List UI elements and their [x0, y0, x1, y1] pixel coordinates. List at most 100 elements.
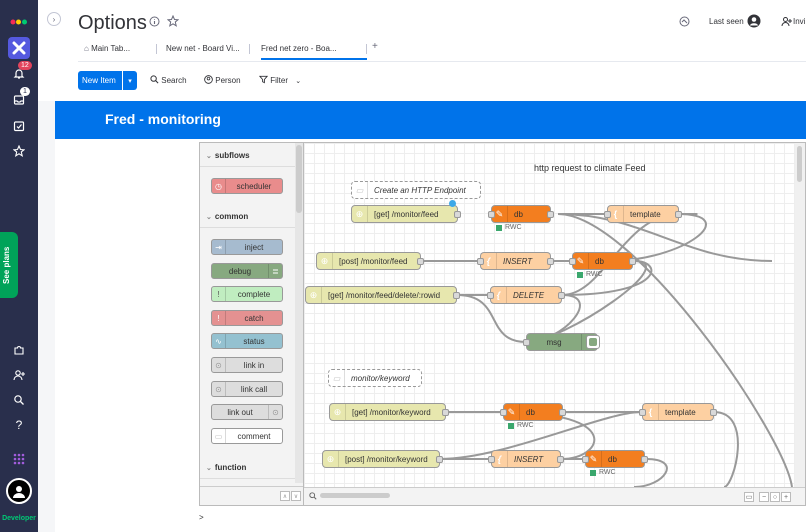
- avatar[interactable]: [6, 478, 32, 504]
- input-port[interactable]: [487, 292, 494, 299]
- workspace-vertical-scrollbar[interactable]: [795, 143, 805, 487]
- debug-toggle-button[interactable]: [586, 335, 600, 349]
- activity-icon[interactable]: [679, 16, 690, 30]
- tab-fred-net-zero[interactable]: Fred net zero - Boa...: [261, 44, 367, 60]
- zoom-in-button[interactable]: +: [781, 492, 791, 502]
- new-item-button[interactable]: New Item ▾: [78, 71, 137, 90]
- palette-node-status[interactable]: ∿status: [211, 333, 283, 349]
- output-port[interactable]: [559, 409, 566, 416]
- sqlite-node-db-2[interactable]: ✎db: [569, 252, 636, 270]
- chevron-down-icon[interactable]: ⌄: [295, 78, 302, 85]
- search-icon[interactable]: [8, 389, 30, 411]
- http-in-node-post-feed[interactable]: ⊕[post] /monitor/feed: [316, 252, 424, 270]
- palette-node-complete[interactable]: !complete: [211, 286, 283, 302]
- input-port[interactable]: [639, 409, 646, 416]
- output-port[interactable]: [417, 258, 424, 265]
- palette-section-common[interactable]: ⌄common: [200, 206, 295, 228]
- output-port[interactable]: [454, 211, 461, 218]
- collapse-sidebar-button[interactable]: ›: [47, 12, 61, 26]
- palette-node-link-out[interactable]: link out⊙: [211, 404, 283, 420]
- input-port[interactable]: [582, 456, 589, 463]
- invite-icon[interactable]: [781, 16, 792, 30]
- input-port[interactable]: [569, 258, 576, 265]
- apps-puzzle-icon[interactable]: [8, 339, 30, 361]
- zoom-out-button[interactable]: −: [759, 492, 769, 502]
- invite-label[interactable]: Invi: [793, 17, 806, 26]
- template-node-2[interactable]: {template: [639, 403, 717, 421]
- my-work-icon[interactable]: [8, 115, 30, 137]
- function-node-insert-2[interactable]: {INSERT: [488, 450, 564, 468]
- palette-node-debug[interactable]: debug≣: [211, 263, 283, 279]
- input-port[interactable]: [604, 211, 611, 218]
- comment-node-create-endpoint[interactable]: ▭Create an HTTP Endpoint: [351, 181, 481, 199]
- star-icon[interactable]: [8, 140, 30, 162]
- palette-node-inject[interactable]: ⇥inject: [211, 239, 283, 255]
- output-port[interactable]: [675, 211, 682, 218]
- debug-node-msg[interactable]: msg ≣: [523, 333, 598, 351]
- input-port[interactable]: [500, 409, 507, 416]
- palette-node-link-call[interactable]: ⊙link call: [211, 381, 283, 397]
- add-tab-button[interactable]: +: [372, 41, 378, 52]
- search-icon[interactable]: [308, 491, 318, 501]
- palette-scrollbar[interactable]: [295, 143, 303, 483]
- input-port[interactable]: [523, 339, 530, 346]
- output-port[interactable]: [710, 409, 717, 416]
- output-port[interactable]: [442, 409, 449, 416]
- output-port[interactable]: [547, 211, 554, 218]
- output-port[interactable]: [641, 456, 648, 463]
- output-port[interactable]: [558, 292, 565, 299]
- inbox-icon[interactable]: [8, 89, 30, 111]
- function-node-insert-1[interactable]: {INSERT: [477, 252, 554, 270]
- console-prompt[interactable]: >: [199, 513, 204, 522]
- scrollbar-thumb[interactable]: [797, 146, 802, 182]
- output-port[interactable]: [547, 258, 554, 265]
- palette-node-catch[interactable]: !catch: [211, 310, 283, 326]
- favorite-star-icon[interactable]: [166, 14, 180, 30]
- input-port[interactable]: [488, 456, 495, 463]
- template-node-1[interactable]: {template: [604, 205, 682, 223]
- sqlite-node-db-4[interactable]: ✎db: [582, 450, 648, 468]
- info-icon[interactable]: [149, 16, 160, 30]
- collapse-all-button[interactable]: ∧: [280, 491, 290, 501]
- flow-workspace[interactable]: http request to climate Feed ▭Create an …: [304, 143, 805, 487]
- new-item-dropdown-button[interactable]: ▾: [122, 71, 137, 90]
- output-port[interactable]: [436, 456, 443, 463]
- http-in-node-get-keyword[interactable]: ⊕[get] /monitor/keyword: [329, 403, 449, 421]
- output-port[interactable]: [629, 258, 636, 265]
- app-grid-icon[interactable]: [8, 448, 30, 470]
- palette-section-function[interactable]: ⌄function: [200, 457, 295, 479]
- help-icon[interactable]: ?: [15, 418, 23, 432]
- tab-main-table[interactable]: ⌂ Main Tab...: [84, 44, 130, 53]
- palette-node-comment[interactable]: ▭comment: [211, 428, 283, 444]
- zoom-reset-button[interactable]: ○: [770, 492, 780, 502]
- navigator-button[interactable]: ▭: [744, 492, 754, 502]
- http-in-node-get-feed[interactable]: ⊕[get] /monitor/feed: [351, 205, 461, 223]
- comment-node-monitor-keyword[interactable]: ▭monitor/keyword: [328, 369, 422, 387]
- invite-user-icon[interactable]: [8, 364, 30, 386]
- person-filter-button[interactable]: Person: [204, 75, 241, 85]
- output-port[interactable]: [557, 456, 564, 463]
- sqlite-node-db-1[interactable]: ✎db: [488, 205, 554, 223]
- palette-section-subflows[interactable]: ⌄subflows: [200, 145, 295, 167]
- input-port[interactable]: [477, 258, 484, 265]
- sqlite-node-db-3[interactable]: ✎db: [500, 403, 566, 421]
- output-port[interactable]: [453, 292, 460, 299]
- feather-icon: ✎: [492, 206, 508, 222]
- filter-button[interactable]: Filter ⌄: [258, 75, 302, 85]
- search-button[interactable]: Search: [150, 75, 187, 85]
- palette-node-link-in[interactable]: ⊙link in: [211, 357, 283, 373]
- palette-node-scheduler[interactable]: ◷scheduler: [211, 178, 283, 194]
- tab-new-net[interactable]: New net - Board Vi...: [166, 44, 240, 53]
- expand-all-button[interactable]: ∨: [291, 491, 301, 501]
- input-port[interactable]: [488, 211, 495, 218]
- monday-logo-icon[interactable]: [8, 8, 30, 30]
- scrollbar-thumb[interactable]: [296, 145, 302, 213]
- http-in-node-post-keyword[interactable]: ⊕[post] /monitor/keyword: [322, 450, 443, 468]
- user-avatar-icon[interactable]: [747, 14, 761, 31]
- function-node-delete[interactable]: {DELETE: [487, 286, 565, 304]
- http-in-node-delete-feed[interactable]: ⊕[get] /monitor/feed/delete/:rowid: [305, 286, 460, 304]
- see-plans-button[interactable]: See plans: [0, 232, 18, 298]
- workspace-icon[interactable]: [8, 37, 30, 59]
- bell-icon[interactable]: [8, 63, 30, 85]
- horizontal-scrollbar-thumb[interactable]: [320, 493, 390, 498]
